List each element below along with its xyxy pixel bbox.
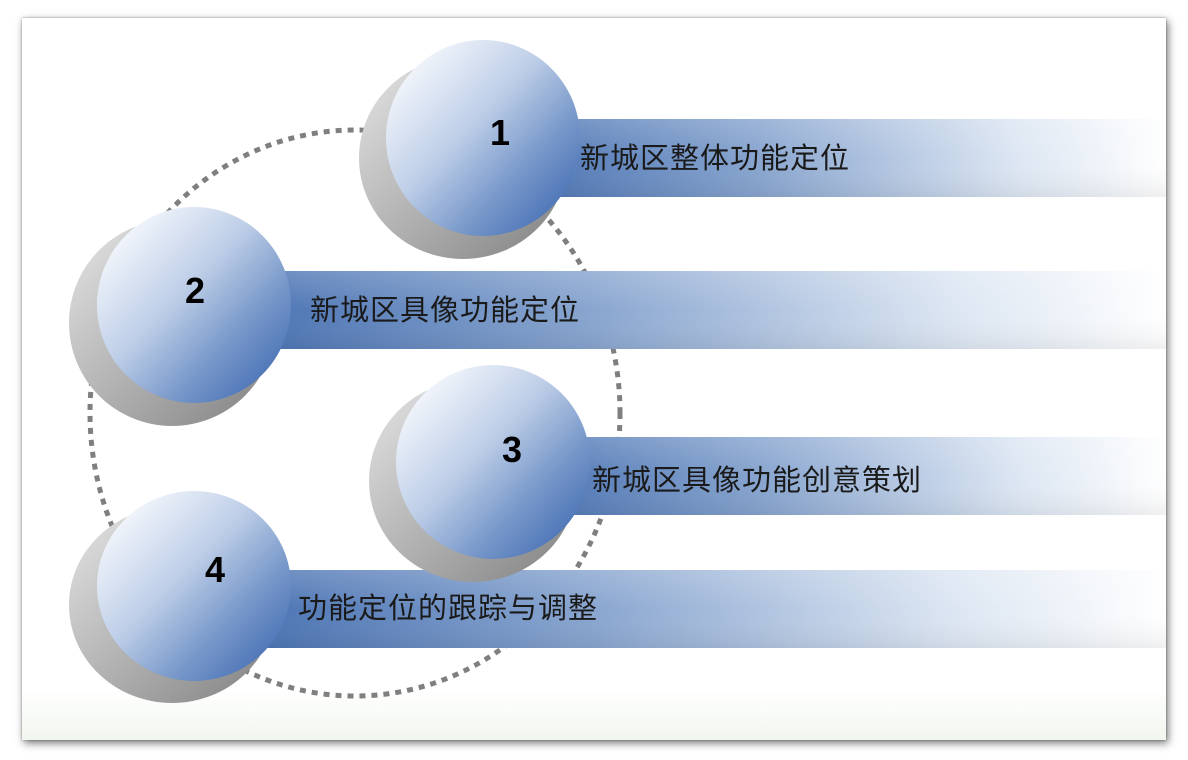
disc-1 — [359, 40, 580, 259]
bar-4 — [172, 570, 1166, 648]
bar-1 — [462, 119, 1166, 197]
step-label-1: 新城区整体功能定位 — [580, 141, 850, 175]
slide-frame: 1 2 3 4 新城区整体功能定位 新城区具像功能定位 新城区具像功能创意策划 … — [22, 18, 1166, 740]
steps-diagram: 1 2 3 4 新城区整体功能定位 新城区具像功能定位 新城区具像功能创意策划 … — [69, 40, 1166, 703]
bar-2 — [172, 271, 1166, 349]
step-label-3: 新城区具像功能创意策划 — [592, 463, 922, 497]
dotted-ring — [87, 127, 623, 699]
step-number-3: 3 — [502, 429, 522, 470]
step-label-2: 新城区具像功能定位 — [310, 293, 580, 327]
disc-4 — [69, 491, 291, 703]
step-label-4: 功能定位的跟踪与调整 — [298, 591, 598, 625]
step-number-1: 1 — [490, 112, 510, 153]
disc-2 — [69, 207, 291, 426]
step-number-4: 4 — [205, 549, 225, 590]
disc-3 — [369, 365, 590, 582]
step-number-2: 2 — [185, 270, 205, 311]
